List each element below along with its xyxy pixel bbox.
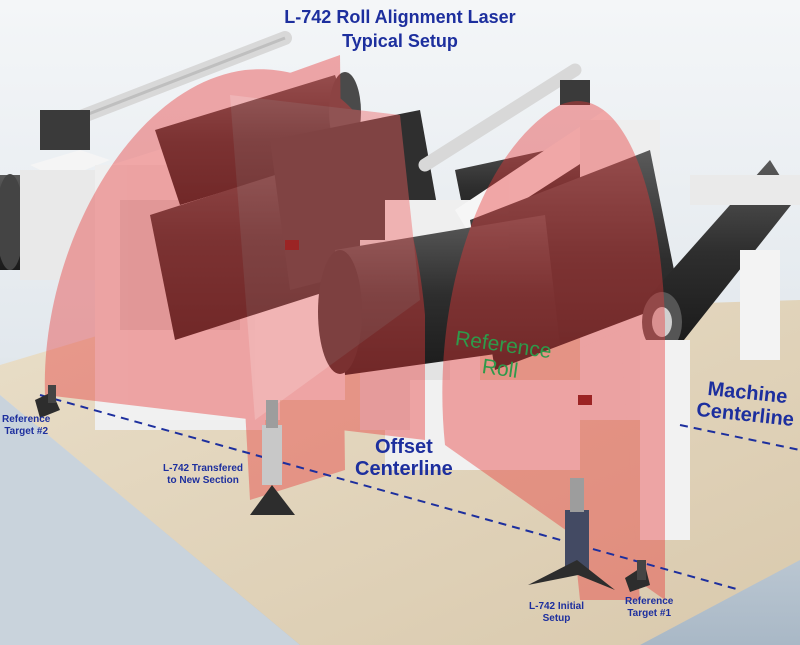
transferred-label-line2: to New Section bbox=[167, 475, 239, 486]
reference-target-2-label: Reference Target #2 bbox=[2, 414, 50, 438]
machine-centerline-dash bbox=[679, 424, 800, 451]
transferred-label-line1: L-742 Transfered bbox=[163, 463, 244, 474]
offset-centerline-label: Offset Centerline bbox=[355, 436, 453, 480]
laser-arc-right bbox=[442, 101, 665, 601]
reference-target-1-label: Reference Target #1 bbox=[625, 596, 673, 620]
initial-setup-label-line2: Setup bbox=[542, 613, 571, 624]
floor-edge bbox=[0, 395, 300, 645]
offset-centerline-label-line2: Centerline bbox=[355, 458, 453, 480]
title-line-2: Typical Setup bbox=[342, 31, 458, 51]
sensor-right bbox=[578, 395, 592, 405]
reference-target-2 bbox=[35, 385, 60, 418]
offset-centerline-dash bbox=[39, 394, 741, 591]
transferred-label: L-742 Transfered to New Section bbox=[163, 463, 243, 487]
reference-target-1-label-line2: Target #1 bbox=[627, 608, 672, 619]
sensor-left bbox=[285, 240, 299, 250]
laser-fan-left bbox=[228, 55, 345, 500]
reference-target-2-label-line1: Reference bbox=[2, 414, 51, 425]
laser-arc-left bbox=[44, 69, 426, 440]
reference-target-2-label-line2: Target #2 bbox=[4, 426, 49, 437]
left-top-rail bbox=[40, 31, 292, 150]
transferred-laser bbox=[250, 400, 295, 515]
reference-target-1 bbox=[625, 560, 650, 592]
right-rolls bbox=[318, 150, 680, 375]
initial-setup-label-line1: L-742 Initial bbox=[529, 601, 585, 612]
laser-sheet-center bbox=[230, 95, 420, 420]
title-line-1: L-742 Roll Alignment Laser bbox=[284, 7, 516, 27]
initial-laser bbox=[528, 478, 615, 590]
reference-target-1-label-line1: Reference bbox=[625, 596, 674, 607]
laser-planes bbox=[44, 55, 665, 601]
initial-setup-label: L-742 Initial Setup bbox=[529, 601, 584, 625]
right-top-rail bbox=[418, 63, 590, 172]
machine-front-roll bbox=[640, 160, 800, 540]
offset-centerline-label-line1: Offset bbox=[375, 436, 433, 458]
